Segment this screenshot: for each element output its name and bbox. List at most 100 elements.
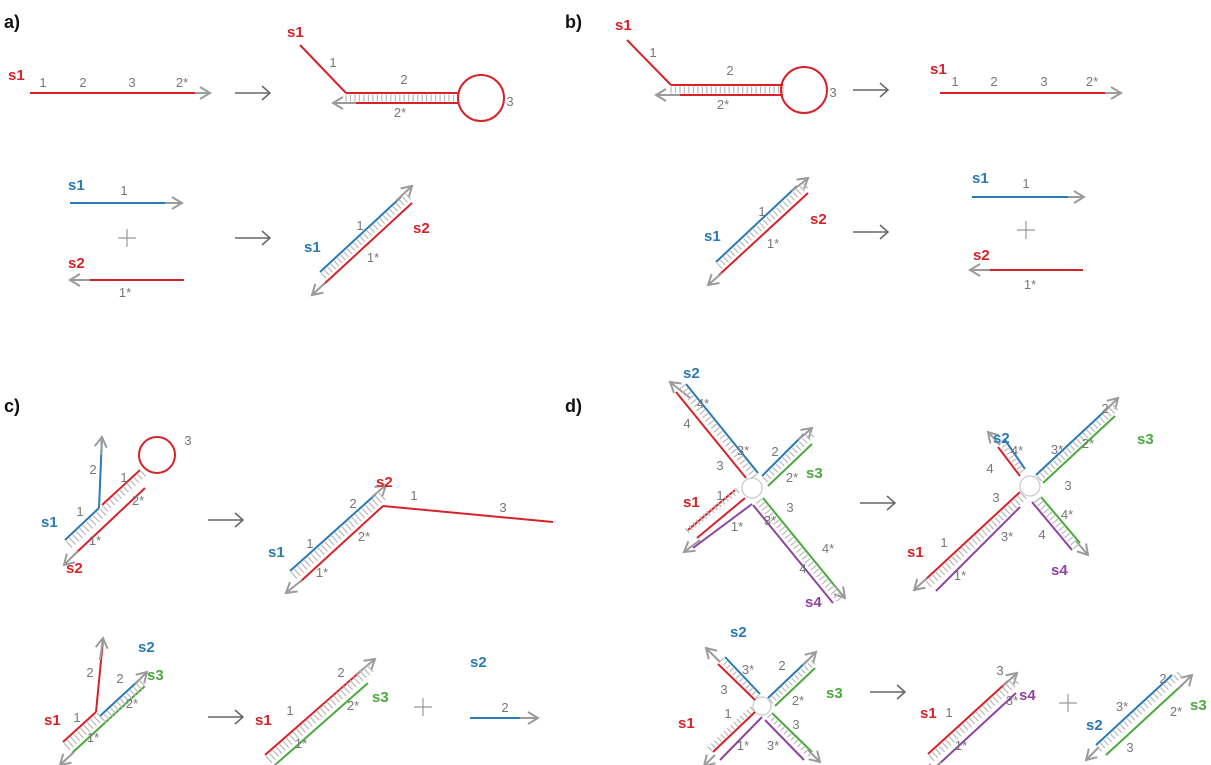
domain-label-d1c: 1* — [955, 738, 967, 753]
strand-segment — [767, 443, 813, 487]
strand-name-s2: s2 — [138, 639, 155, 656]
panel-label-c: c) — [4, 396, 20, 416]
domain-label-d3: 3 — [716, 458, 723, 473]
domain-label-d2c: 2* — [176, 75, 188, 90]
domain-label-d1: 1 — [329, 55, 336, 70]
panel-d: d) — [565, 396, 582, 416]
base-pair-hatch — [719, 657, 760, 699]
base-pair-hatch — [756, 498, 843, 602]
strand-3prime-end — [134, 671, 148, 685]
arrowhead-icon — [171, 196, 184, 210]
strand-name-s1: s1 — [255, 712, 272, 729]
domain-label-d4: 4 — [683, 416, 690, 431]
domain-label-d1: 1 — [945, 705, 952, 720]
strand-name-s1: s1 — [920, 705, 937, 722]
strand-name-s2: s2 — [413, 220, 430, 237]
domain-label-d1c: 1* — [89, 533, 101, 548]
domain-label-d4c: 4* — [697, 396, 709, 411]
domain-label-d4c: 4* — [1061, 507, 1073, 522]
domain-label-d3: 3 — [506, 94, 513, 109]
panel-label-b: b) — [565, 12, 582, 32]
strand-3prime-end — [802, 651, 817, 666]
domain-label-d4: 4 — [799, 561, 806, 576]
strand-segment — [717, 663, 756, 701]
strand-segment — [675, 391, 747, 479]
strand-segment — [927, 680, 1009, 755]
domain-label-d1c: 1* — [767, 236, 779, 251]
domain-label-d4: 4 — [1038, 527, 1045, 542]
strand-segment — [997, 446, 1021, 477]
strand-name-s1: s1 — [44, 712, 61, 729]
strand-name-s1: s1 — [930, 61, 947, 78]
hairpin-loop — [138, 436, 176, 474]
base-pair-hatch — [100, 680, 146, 724]
strand-name-s2: s2 — [683, 365, 700, 382]
domain-label-d3c: 3* — [1051, 442, 1063, 457]
domain-label-d2: 2 — [337, 665, 344, 680]
strand-name-s1: s1 — [268, 544, 285, 561]
hairpin-loop — [780, 66, 828, 114]
arrowhead-icon — [703, 754, 716, 765]
strand-segment — [274, 682, 369, 765]
arrowhead-icon — [654, 88, 667, 102]
strand-3prime-end — [1177, 674, 1193, 690]
domain-label-d2: 2 — [89, 462, 96, 477]
strand-name-s1: s1 — [615, 17, 632, 34]
domain-label-d1: 1 — [649, 45, 656, 60]
strand-name-s2: s2 — [1086, 717, 1103, 734]
base-pair-hatch — [1034, 497, 1080, 549]
strand-segment — [696, 497, 746, 539]
strand-name-s2: s2 — [730, 624, 747, 641]
strand-name-s1: s1 — [8, 67, 25, 84]
strand-segment — [762, 497, 844, 597]
base-pair-hatch — [1036, 404, 1119, 482]
strand-name-s4: s4 — [1019, 687, 1036, 704]
arrowhead-icon — [668, 380, 682, 394]
base-pair-hatch — [679, 384, 758, 479]
domain-label-d1: 1 — [724, 706, 731, 721]
reaction-arrow-icon — [208, 512, 245, 528]
strand-segment — [761, 433, 805, 477]
reaction-arrow-icon — [853, 82, 890, 98]
arrowhead-icon — [1076, 543, 1090, 557]
strand-name-s3: s3 — [372, 689, 389, 706]
domain-label-d1: 1 — [1022, 176, 1029, 191]
arrowhead-icon — [912, 578, 926, 592]
domain-label-d1: 1 — [39, 75, 46, 90]
strand-segment — [718, 192, 809, 276]
strand-3prime-end — [311, 282, 326, 296]
domain-label-d3c: 3* — [1001, 529, 1013, 544]
strand-name-s1: s1 — [304, 239, 321, 256]
strand-segment — [1004, 439, 1026, 470]
strand-segment — [1105, 683, 1184, 756]
arrowhead-icon — [58, 753, 72, 765]
domain-label-d2: 2 — [116, 671, 123, 686]
arrowhead-icon — [986, 430, 1000, 444]
base-pair-hatch — [768, 659, 816, 704]
domain-label-d3: 3 — [1064, 478, 1071, 493]
domain-label-d3c: 3* — [764, 513, 776, 528]
strand-name-s3: s3 — [1137, 431, 1154, 448]
strand-segment — [101, 469, 141, 506]
strand-segment — [322, 202, 413, 286]
arrowhead-icon — [94, 636, 109, 650]
hairpin-loop — [1019, 475, 1041, 497]
hairpin-loop — [457, 74, 505, 122]
domain-label-d1c: 1* — [367, 250, 379, 265]
strand-segment — [924, 491, 1021, 581]
strand-3prime-end — [1102, 397, 1119, 414]
strand-3prime-end — [797, 427, 813, 441]
arrowhead-icon — [284, 581, 298, 595]
strand-segment — [771, 712, 813, 753]
arrowhead-icon — [527, 711, 540, 725]
strand-name-s1: s1 — [678, 715, 695, 732]
domain-label-d2: 2 — [1159, 671, 1166, 686]
strand-segment — [1035, 407, 1109, 476]
arrowhead-icon — [363, 657, 377, 671]
strand-name-s2: s2 — [810, 211, 827, 228]
strand-3prime-end — [987, 431, 1001, 446]
hairpin-loop — [741, 477, 763, 499]
domain-label-d3c: 3* — [767, 738, 779, 753]
strand-segment — [715, 185, 798, 263]
